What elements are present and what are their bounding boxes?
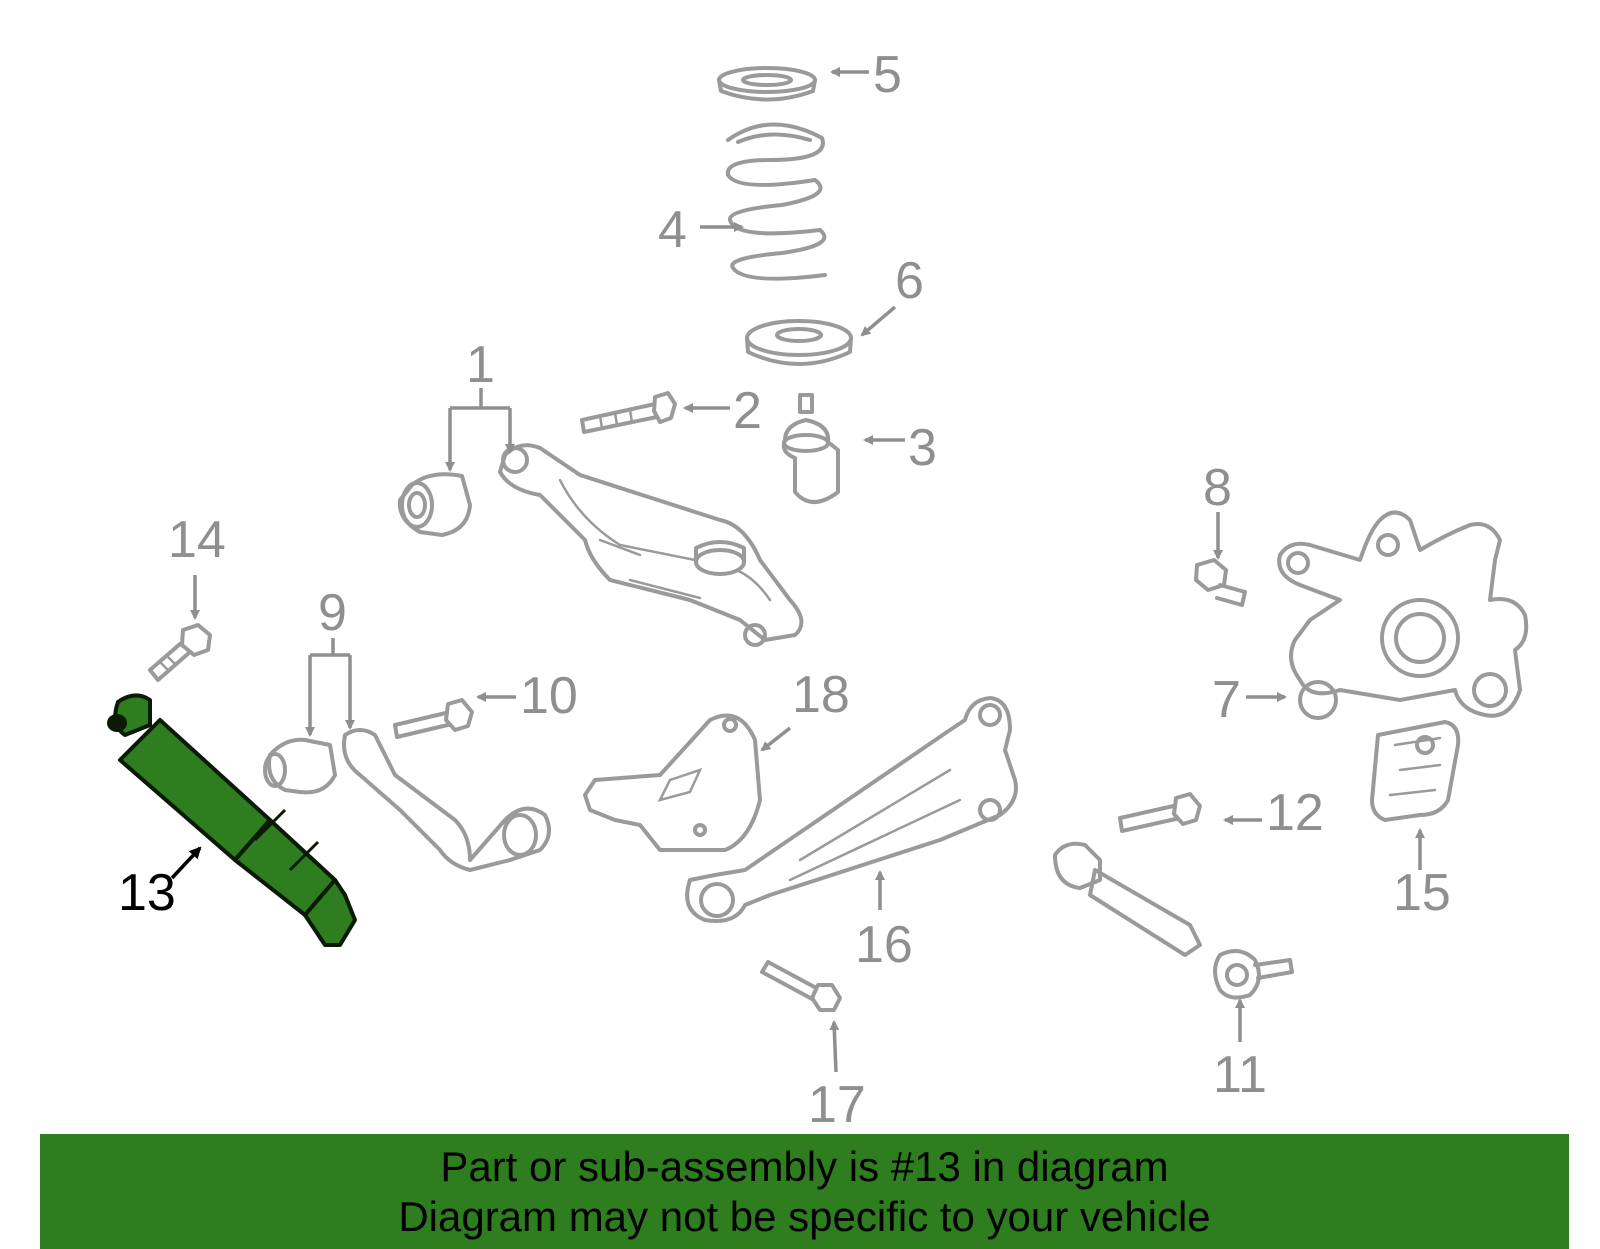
callout-8: 8	[1203, 459, 1232, 517]
callout-5: 5	[873, 46, 902, 104]
part-15-bracket	[1370, 720, 1461, 822]
part-13-shock-absorber	[107, 693, 357, 947]
part-14-bolt	[148, 623, 212, 682]
banner-line-2: Diagram may not be specific to your vehi…	[398, 1192, 1211, 1240]
info-banner: Part or sub-assembly is #13 in diagram D…	[40, 1134, 1569, 1249]
part-9-arm	[263, 728, 551, 872]
callout-11: 11	[1213, 1046, 1267, 1104]
callout-6: 6	[895, 252, 924, 310]
part-4-coil-spring	[725, 122, 827, 281]
callout-9: 9	[318, 584, 347, 642]
part-6-spring-lower-seat	[745, 319, 853, 366]
part-11-toe-link	[1053, 841, 1294, 1000]
part-2-bolt	[580, 391, 677, 434]
leader-lines	[170, 67, 1425, 1073]
part-17-bolt	[760, 960, 842, 1012]
callout-10: 10	[520, 667, 578, 725]
callout-1: 1	[466, 336, 495, 394]
callout-2: 2	[733, 382, 762, 440]
callout-13: 13	[118, 864, 176, 922]
callout-16: 16	[855, 916, 913, 974]
part-5-spring-upper-seat	[717, 66, 817, 102]
part-12-bolt	[1118, 792, 1202, 833]
banner-line-1: Part or sub-assembly is #13 in diagram	[440, 1142, 1169, 1190]
callout-3: 3	[908, 419, 937, 477]
callout-12: 12	[1266, 784, 1324, 842]
part-8-bolt	[1194, 558, 1247, 607]
part-10-bolt	[393, 698, 474, 739]
part-1-lower-control-arm	[397, 443, 804, 647]
callout-18: 18	[792, 666, 850, 724]
part-7-knuckle	[1277, 510, 1529, 720]
callout-4: 4	[658, 201, 687, 259]
part-16-lower-arm	[685, 696, 1018, 923]
callout-17: 17	[808, 1076, 866, 1134]
part-3-bump-stop	[781, 393, 840, 504]
callout-7: 7	[1212, 671, 1241, 729]
callout-labels: 5 4 6 1 2 3 8 7 14 9 10 18 16 12 15 11 1…	[118, 46, 1451, 1134]
callout-14: 14	[168, 511, 226, 569]
part-18-bracket	[583, 713, 762, 852]
callout-15: 15	[1393, 864, 1451, 922]
